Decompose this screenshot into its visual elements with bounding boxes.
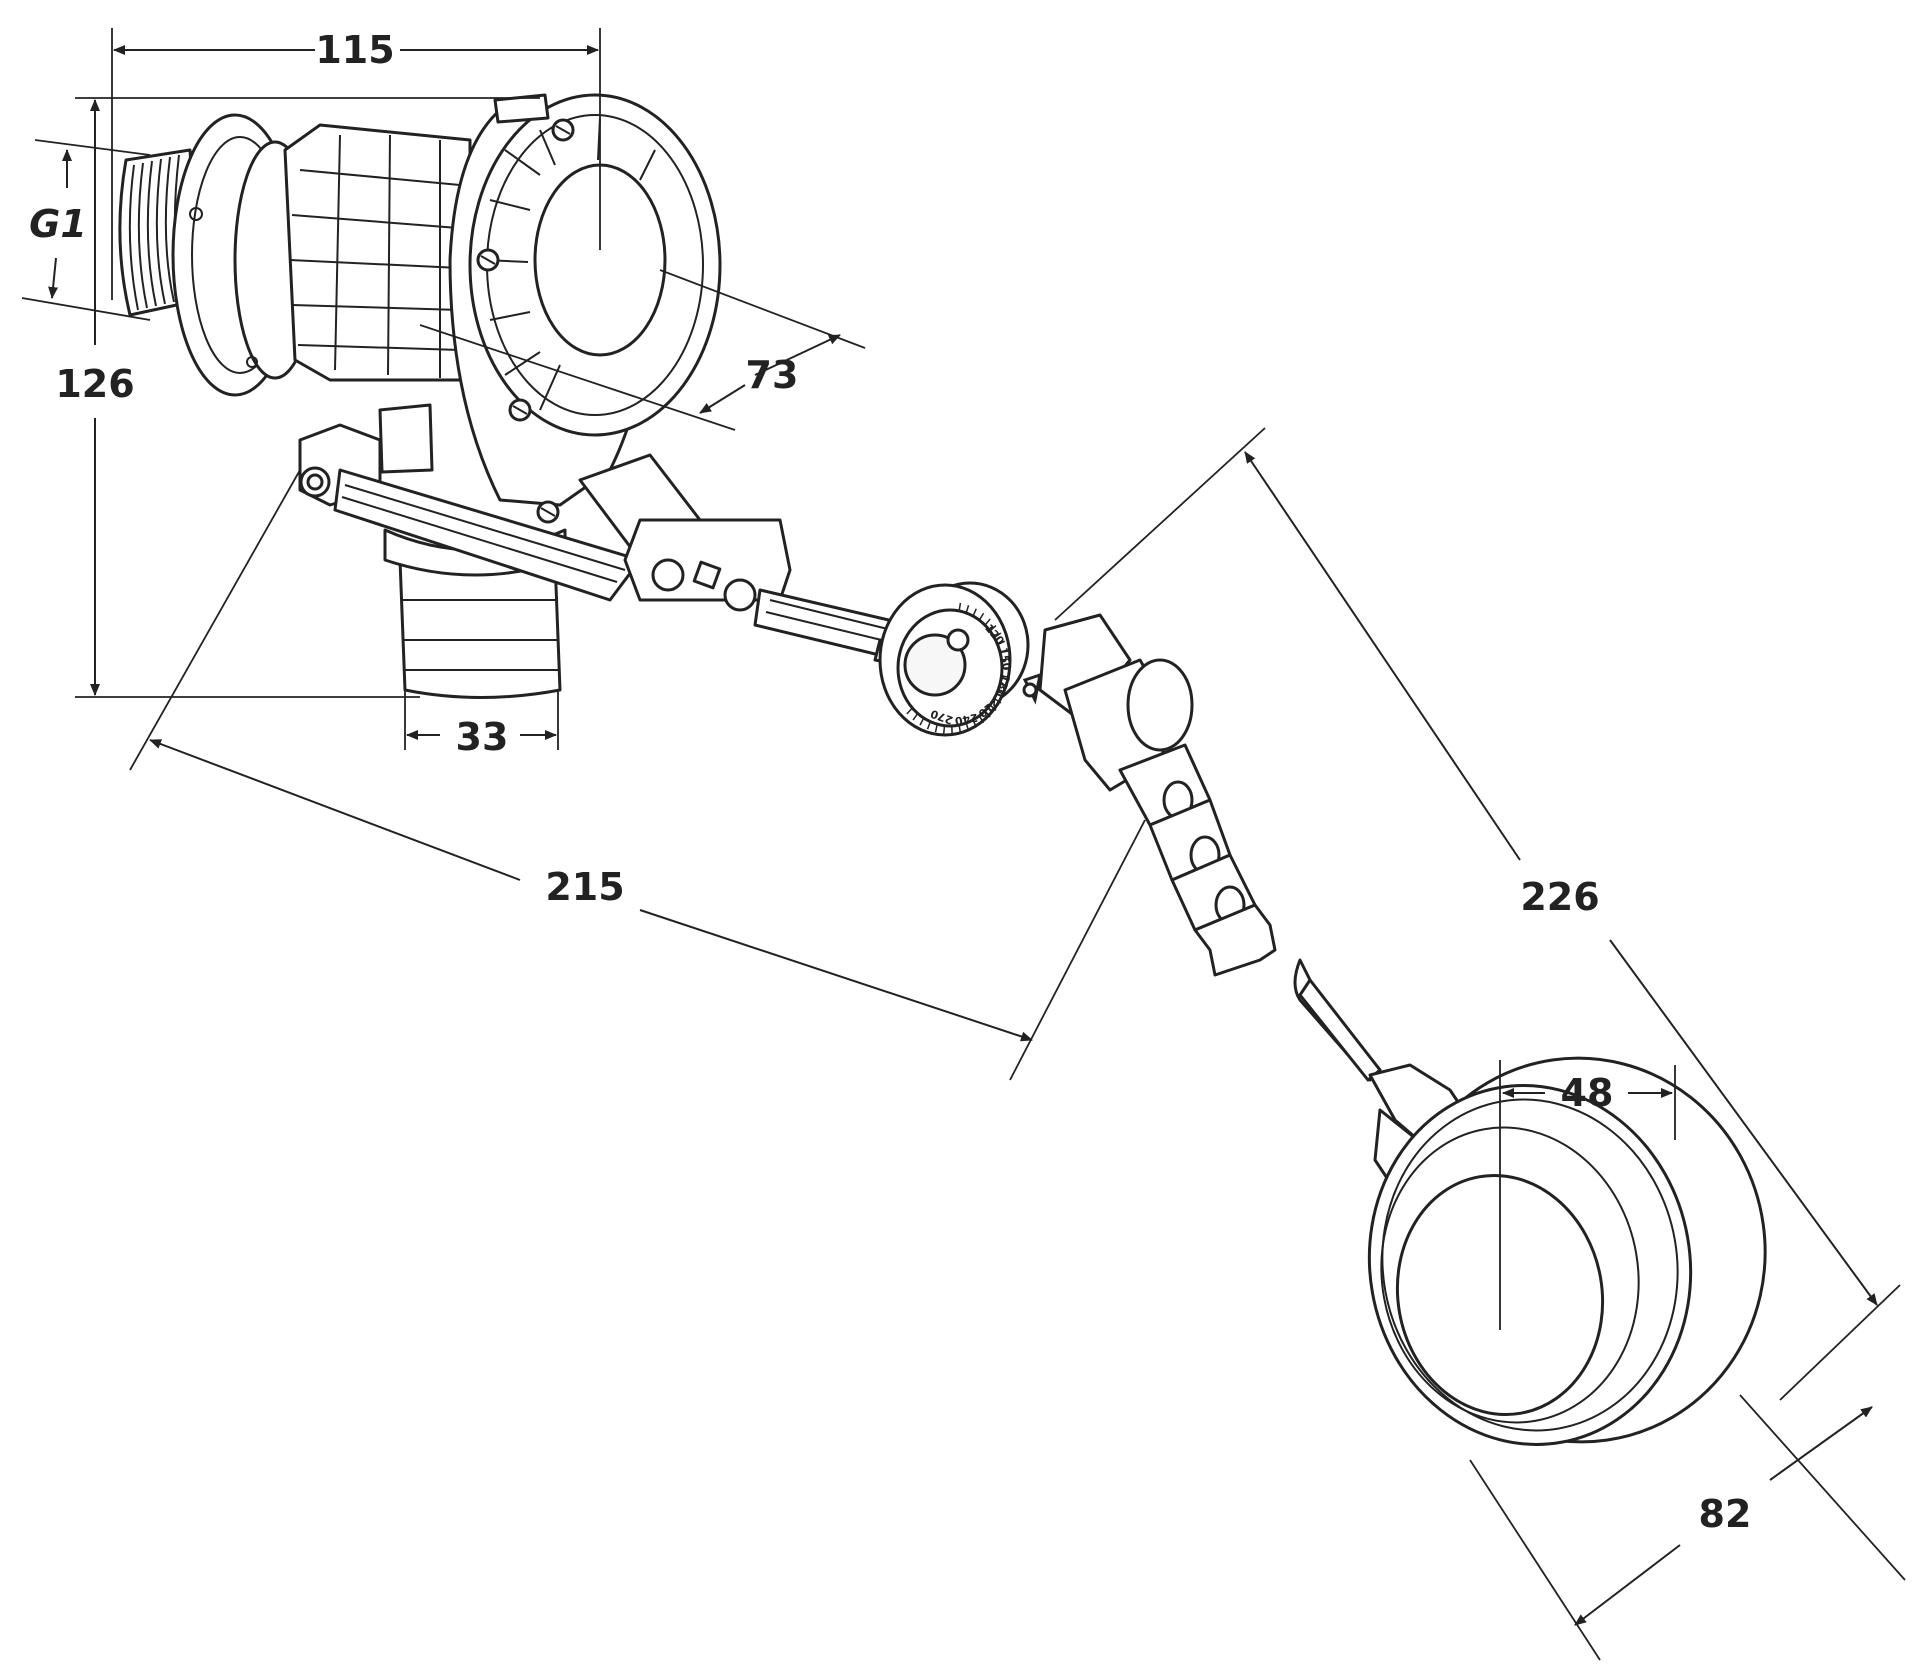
cap-screw <box>508 398 532 422</box>
cap-screw <box>551 118 575 142</box>
cap-screw <box>476 248 500 272</box>
dial-tick <box>984 618 991 626</box>
elbow-joint <box>1022 613 1194 792</box>
dial-tick <box>984 710 991 718</box>
dimension-48: 48 <box>1499 1060 1676 1330</box>
dial-tick <box>972 608 977 617</box>
top-clamp <box>493 93 550 124</box>
dial-label: 150 <box>996 647 1013 672</box>
dial-tick-marks <box>906 602 1010 734</box>
outlet-nozzle <box>378 403 567 699</box>
valve-main-cylinder <box>283 123 472 382</box>
adjuster-segments <box>1118 743 1277 977</box>
dial-tick <box>906 707 914 715</box>
dimension-label-226: 226 <box>1520 875 1599 919</box>
dimension-115: 115 <box>111 28 601 300</box>
dimension-label-215: 215 <box>545 865 624 909</box>
dial-tick <box>1001 675 1010 678</box>
dimension-label-126: 126 <box>55 362 134 406</box>
dimension-label-48: 48 <box>1561 1071 1614 1115</box>
dial-tick <box>993 632 1002 639</box>
dial-tick <box>958 602 962 612</box>
cap-screw <box>536 500 560 524</box>
adjuster-link <box>623 518 792 612</box>
dial-tick <box>912 712 919 721</box>
dial-tick <box>972 719 977 728</box>
dial-tick <box>926 720 932 730</box>
dial-tick <box>958 724 962 734</box>
dimension-label-73: 73 <box>746 353 799 397</box>
dial-tick <box>978 715 985 724</box>
dial-label: 240 <box>953 711 978 728</box>
dial-tick <box>999 683 1008 687</box>
dial-tick <box>997 690 1006 696</box>
dial-tick <box>997 640 1006 646</box>
dial-tick <box>1001 658 1010 661</box>
dial-tick <box>989 704 997 711</box>
dial-tick <box>999 649 1008 653</box>
dial-tick <box>942 724 946 734</box>
dial-tick <box>965 605 970 614</box>
dimension-label-115: 115 <box>315 28 394 72</box>
dimension-33: 33 <box>404 690 559 759</box>
dial-tick <box>989 625 997 632</box>
dial-tick <box>934 723 939 733</box>
lever-arm <box>298 423 927 670</box>
dimension-126: 126 <box>55 97 540 698</box>
dimension-label-g1: G1 <box>29 202 87 246</box>
dial-tick <box>993 697 1002 704</box>
dial-tick <box>978 612 985 621</box>
dimension-73: 73 <box>419 269 866 431</box>
dial-tick <box>919 717 925 726</box>
valve-front-cap <box>448 93 722 524</box>
dial-tick <box>965 722 970 731</box>
dimension-label-82: 82 <box>1699 1492 1752 1536</box>
dimension-g1: G1 <box>21 139 151 321</box>
dimension-label-33: 33 <box>456 715 509 759</box>
dimension-82: 82 <box>1469 1394 1906 1661</box>
dimension-226: 226 <box>1054 427 1901 1401</box>
dimension-215: 215 <box>129 469 1146 1081</box>
